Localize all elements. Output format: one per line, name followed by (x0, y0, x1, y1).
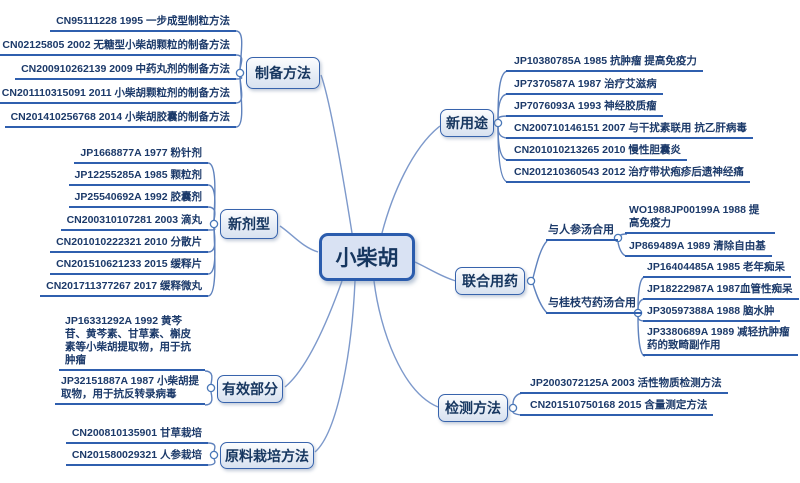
center-branch-curves (279, 74, 457, 453)
patent-item[interactable]: CN201010222321 2010 分散片 (50, 236, 208, 253)
collapse-toggle-new-uses[interactable] (493, 118, 503, 128)
subbranch-guizhi-shaoyao-tang[interactable]: 与桂枝芍药汤合用 (546, 297, 642, 314)
branch-combination[interactable]: 联合用药 (455, 267, 525, 295)
patent-item[interactable]: CN201410256768 2014 小柴胡胶囊的制备方法 (4, 111, 236, 128)
patent-item[interactable]: CN201110315091 2011 小柴胡颗粒剂的制备方法 (0, 87, 236, 104)
patent-item[interactable]: JP1668877A 1977 粉针剂 (74, 147, 208, 164)
patent-item[interactable]: JP30597388A 1988 脑水肿 (643, 305, 781, 322)
patent-item[interactable]: CN95111228 1995 一步成型制粒方法 (50, 15, 236, 32)
patent-item[interactable]: CN201210360543 2012 治疗带状疱疹后遗神经痛 (506, 166, 750, 183)
patent-item[interactable]: CN201010213265 2010 慢性胆囊炎 (506, 144, 687, 161)
central-topic[interactable]: 小柴胡 (319, 233, 415, 281)
collapse-toggle-active-parts[interactable] (206, 383, 216, 393)
patent-item[interactable]: CN200910262139 2009 中药丸剂的制备方法 (15, 63, 236, 80)
patent-item[interactable]: CN200310107281 2003 滴丸 (60, 214, 208, 231)
patent-item[interactable]: JP25540692A 1992 胶囊剂 (68, 191, 208, 208)
collapse-toggle-cultivation[interactable] (209, 450, 219, 460)
patent-item[interactable]: JP869489A 1989 清除自由基 (625, 240, 772, 257)
patent-item[interactable]: JP2003072125A 2003 活性物质检测方法 (520, 377, 728, 394)
patent-item[interactable]: JP12255285A 1985 颗粒剂 (68, 169, 208, 186)
branch-detection[interactable]: 检测方法 (438, 394, 508, 422)
patent-item[interactable]: JP16331292A 1992 黄芩苷、黄芩素、甘草素、槲皮素等小柴胡提取物，… (59, 315, 205, 371)
patent-item[interactable]: JP32151887A 1987 小柴胡提取物，用于抗反转录病毒 (55, 375, 205, 405)
subbranch-renshen-tang[interactable]: 与人参汤合用 (546, 224, 618, 241)
branch-new-uses[interactable]: 新用途 (440, 109, 494, 137)
patent-item[interactable]: CN201510750168 2015 含量测定方法 (520, 399, 714, 416)
patent-item[interactable]: CN200710146151 2007 与干扰素联用 抗乙肝病毒 (506, 122, 753, 139)
patent-item[interactable]: CN02125805 2002 无糖型小柴胡颗粒的制备方法 (0, 39, 236, 56)
patent-item[interactable]: WO1988JP00199A 1988 提高免疫力 (625, 204, 775, 234)
branch-prep-methods[interactable]: 制备方法 (246, 57, 320, 89)
patent-item[interactable]: JP18222987A 1987血管性痴呆 (643, 283, 799, 300)
patent-item[interactable]: CN201711377267 2017 缓释微丸 (40, 280, 208, 297)
patent-item[interactable]: CN201510621233 2015 缓释片 (50, 258, 208, 275)
branch-active-parts[interactable]: 有效部分 (217, 375, 283, 403)
collapse-toggle-new-forms[interactable] (209, 219, 219, 229)
collapse-toggle-detection[interactable] (508, 403, 518, 413)
collapse-toggle-prep-methods[interactable] (235, 68, 245, 78)
collapse-toggle-combination[interactable] (526, 276, 536, 286)
branch-cultivation[interactable]: 原料栽培方法 (220, 442, 314, 469)
patent-item[interactable]: JP16404485A 1985 老年痴呆 (643, 261, 791, 278)
patent-item[interactable]: JP3380689A 1989 减轻抗肿瘤药的致畸副作用 (643, 326, 798, 356)
patent-item[interactable]: CN201580029321 人参栽培 (65, 449, 208, 466)
patent-item[interactable]: JP7370587A 1987 治疗艾滋病 (506, 78, 663, 95)
branch-new-forms[interactable]: 新剂型 (220, 209, 278, 239)
leaf-hook-curves (204, 30, 646, 466)
patent-item[interactable]: JP7076093A 1993 神经胶质瘤 (506, 100, 663, 117)
patent-item[interactable]: JP10380785A 1985 抗肿瘤 提高免疫力 (506, 55, 703, 72)
patent-item[interactable]: CN200810135901 甘草栽培 (65, 427, 208, 444)
